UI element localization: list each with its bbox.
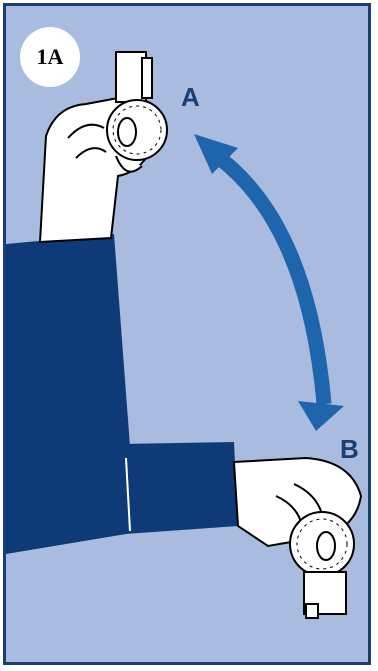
figure-badge: 1A (20, 27, 80, 87)
position-b-label: B (340, 434, 359, 465)
position-a-label: A (181, 82, 200, 113)
illustration-panel: 1A A B (3, 3, 371, 665)
lower-sleeve (6, 442, 238, 554)
double-headed-curved-arrow-icon (194, 134, 344, 431)
dial-device-icon-lower (290, 512, 354, 618)
